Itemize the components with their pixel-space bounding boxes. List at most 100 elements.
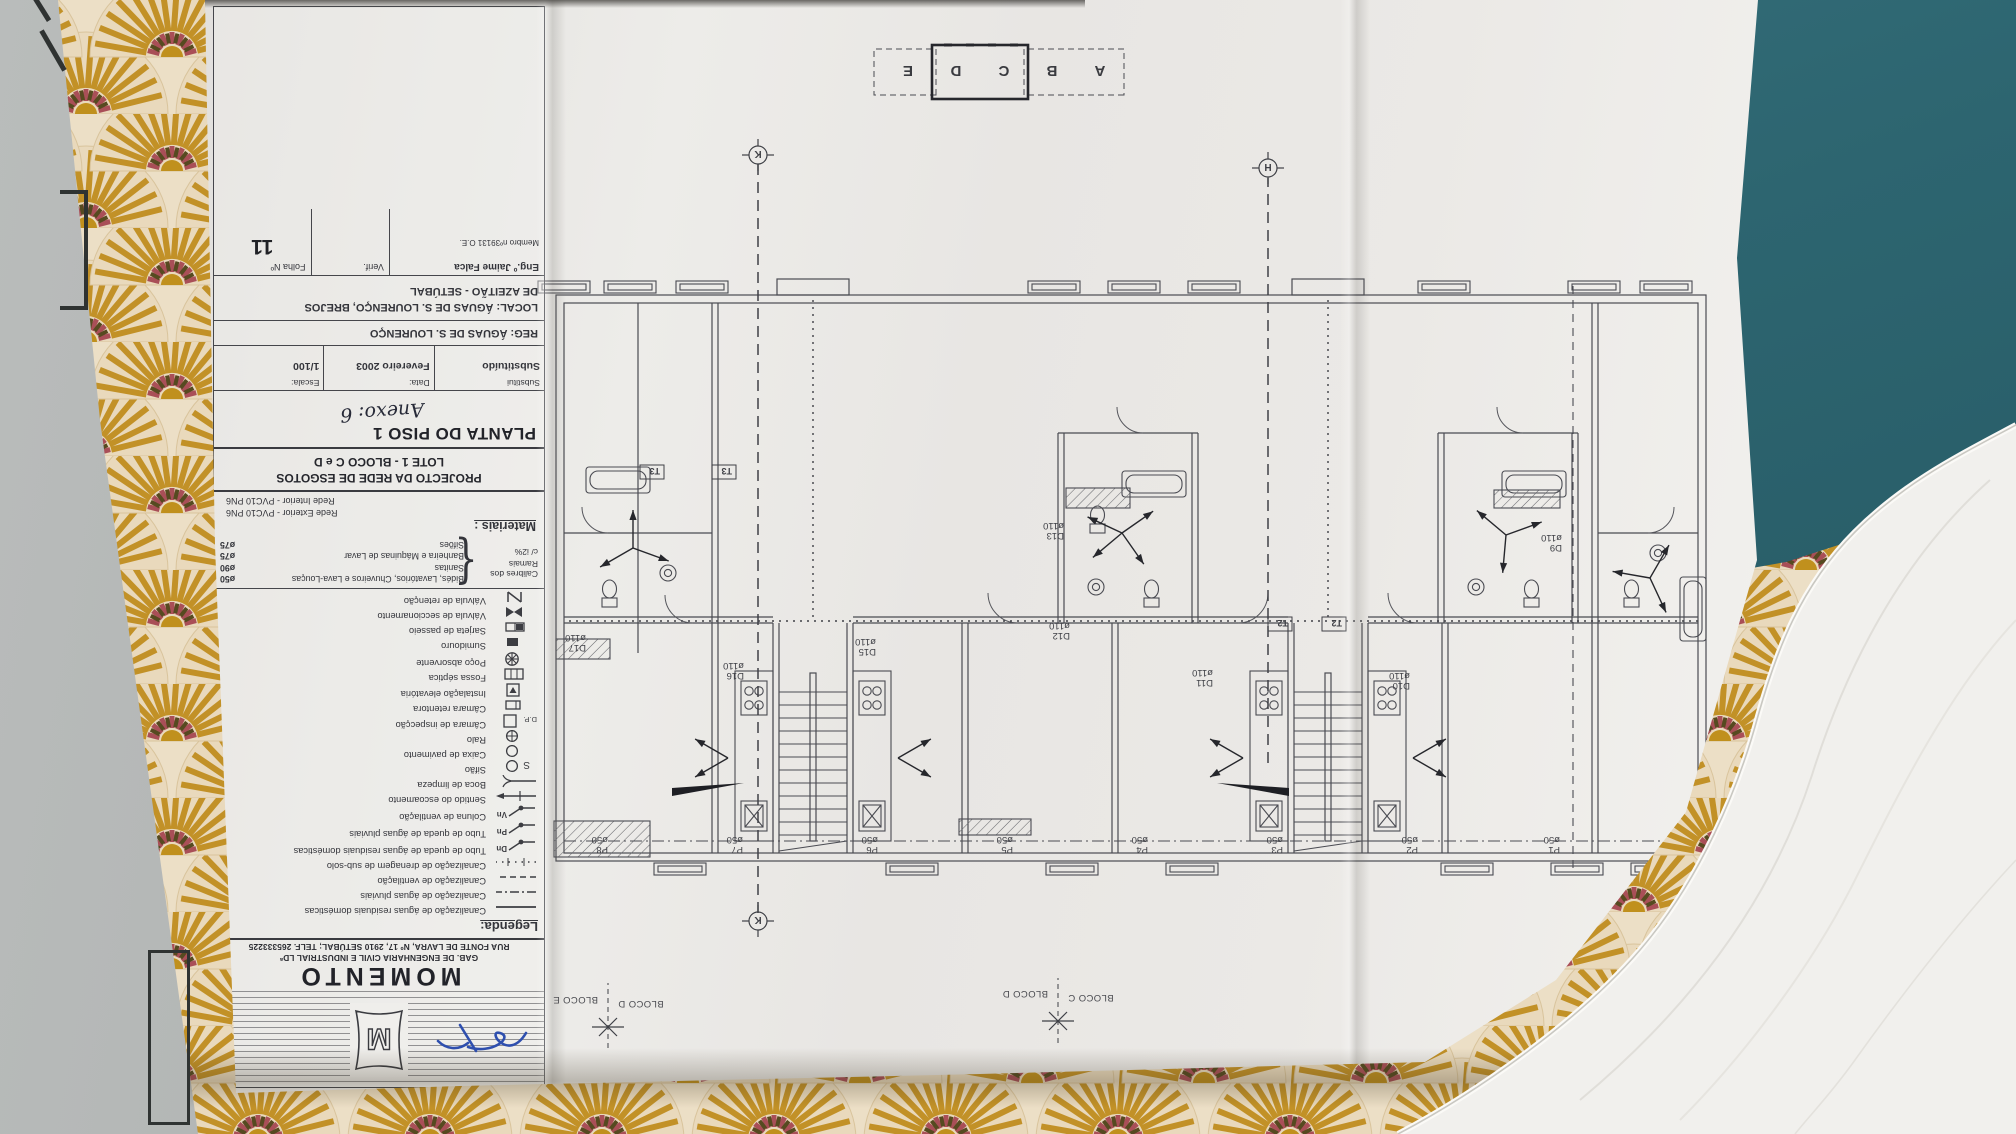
svg-text:ø50: ø50	[1402, 834, 1418, 845]
svg-text:ø50: ø50	[1544, 834, 1560, 845]
signature-icon	[436, 1023, 528, 1053]
legend-item: Boca de limpeza	[220, 775, 538, 790]
svg-text:BLOCO D: BLOCO D	[618, 998, 664, 1009]
svg-text:Pn: Pn	[497, 827, 507, 836]
legend-item: Canalização de águas pluviais	[220, 886, 538, 901]
svg-text:A: A	[1094, 62, 1105, 79]
gray-object-frame	[60, 190, 88, 310]
legend-item: Pn Tubo de queda de águas pluviais	[220, 822, 538, 839]
svg-text:T3: T3	[649, 466, 660, 476]
legend-item: Válvula de seccionamento	[220, 606, 538, 621]
top-edge-shadow	[205, 0, 1085, 8]
svg-text:D15: D15	[859, 646, 876, 657]
sidewalk-gutter-icon	[486, 621, 538, 636]
drain-grate-icon	[486, 730, 538, 745]
svg-text:ø50: ø50	[1267, 834, 1283, 845]
door-arcs	[581, 406, 1675, 624]
grid-marker-h: H	[1251, 151, 1285, 763]
svg-text:ø110: ø110	[565, 632, 586, 643]
svg-text:ø50: ø50	[997, 834, 1013, 845]
soakaway-icon	[486, 651, 538, 668]
svg-text:D13: D13	[1047, 530, 1064, 541]
title-block: M MOMENTO GAB. DE ENGENHARIA CIVIL E IND…	[213, 6, 545, 1088]
legend-item: Instalação elevatória	[220, 683, 538, 699]
lift-station-icon	[486, 683, 538, 699]
legend-item: Dn Tubo de queda de águas residuais domé…	[220, 839, 538, 856]
dotted-tick-line-icon	[486, 856, 538, 871]
unit-type-tags: T2 T2 T3 T3	[639, 464, 1347, 632]
svg-text:P6: P6	[866, 844, 878, 855]
svg-text:T2: T2	[1331, 618, 1342, 628]
svg-text:BLOCO D: BLOCO D	[1002, 988, 1048, 999]
svg-text:P4: P4	[1136, 844, 1148, 855]
svg-text:P7: P7	[731, 844, 743, 855]
sheet-shadow	[190, 1048, 1530, 1108]
legend-item: Vn Coluna de ventilação	[220, 805, 538, 822]
legend-item: Válvula de retenção	[220, 591, 538, 606]
svg-text:D11: D11	[1196, 677, 1213, 688]
svg-text:C: C	[998, 62, 1009, 79]
legend-item: Câmara retentora	[220, 699, 538, 714]
dash-dot-line-icon	[486, 886, 538, 901]
pipe-runs	[564, 281, 1698, 868]
svg-text:ø110: ø110	[723, 660, 744, 671]
check-valve-icon	[486, 591, 538, 606]
svg-text:BLOCO E: BLOCO E	[553, 994, 598, 1005]
block-boundary-marker: BLOCO C BLOCO D	[1002, 978, 1114, 1043]
svg-text:ø110: ø110	[1192, 667, 1213, 678]
svg-text:P1: P1	[1548, 844, 1560, 855]
svg-text:BLOCO C: BLOCO C	[1068, 992, 1114, 1003]
septic-tank-icon	[486, 668, 538, 683]
legend-item: Ralo	[220, 730, 538, 745]
legend-section: Legenda: Canalização de águas residuais …	[214, 589, 544, 938]
company-logo-block: M	[214, 991, 544, 1087]
svg-text:Dn: Dn	[496, 844, 507, 853]
gully-icon	[486, 636, 538, 651]
svg-text:D12: D12	[1053, 630, 1070, 641]
siphon-icon: S	[486, 760, 538, 775]
legend-item: Poço absorvente	[220, 651, 538, 668]
svg-text:B: B	[1046, 62, 1057, 79]
svg-text:D17: D17	[569, 642, 586, 653]
svg-text:Vn: Vn	[497, 810, 507, 819]
solid-line-icon	[486, 901, 538, 916]
legend-item: Fossa séptica	[220, 668, 538, 683]
legend-item: Sentido do escoamento	[220, 790, 538, 805]
svg-text:ø110: ø110	[1389, 670, 1410, 681]
kitchen-fixtures	[734, 670, 1407, 842]
legend-item: Sarjeta de passeio	[220, 621, 538, 636]
cleanout-icon	[486, 775, 538, 790]
retention-chamber-icon	[486, 699, 538, 714]
drain-arrows	[597, 507, 1673, 796]
svg-text:P5: P5	[1001, 844, 1013, 855]
legend-item: D.P. Câmara de inspecção	[395, 714, 537, 730]
legend-item: Sumidouro	[220, 636, 538, 651]
gate-valve-icon	[486, 606, 538, 621]
stack-riser-icon: Dn	[486, 839, 538, 856]
hatched-balconies	[553, 487, 1561, 858]
legend-item: Canalização de ventilação	[220, 871, 538, 886]
svg-text:D10: D10	[1393, 680, 1410, 691]
legend-item: Canalização de drenagem de sub-solo	[220, 856, 538, 871]
momento-logo-icon: M	[350, 1003, 408, 1077]
legend-item: S Sifão	[220, 760, 538, 775]
svg-text:T3: T3	[721, 466, 732, 476]
svg-text:K: K	[754, 148, 762, 159]
svg-text:P8: P8	[596, 844, 608, 855]
vent-column-icon: Vn	[486, 805, 538, 822]
grid-marker-k: K K	[741, 138, 775, 938]
svg-text:K: K	[754, 914, 762, 925]
svg-text:P3: P3	[1271, 844, 1283, 855]
floor-plan-drawing: K K H BLOCO C BLOCO D BLOCO D	[537, 43, 1707, 1048]
legend-item: Canalização de águas residuais doméstica…	[220, 901, 538, 916]
svg-text:ø110: ø110	[1541, 532, 1562, 543]
dashed-line-icon	[486, 871, 538, 886]
svg-text:ø110: ø110	[1043, 520, 1064, 531]
svg-text:ø50: ø50	[1132, 834, 1148, 845]
svg-text:ø50: ø50	[727, 834, 743, 845]
